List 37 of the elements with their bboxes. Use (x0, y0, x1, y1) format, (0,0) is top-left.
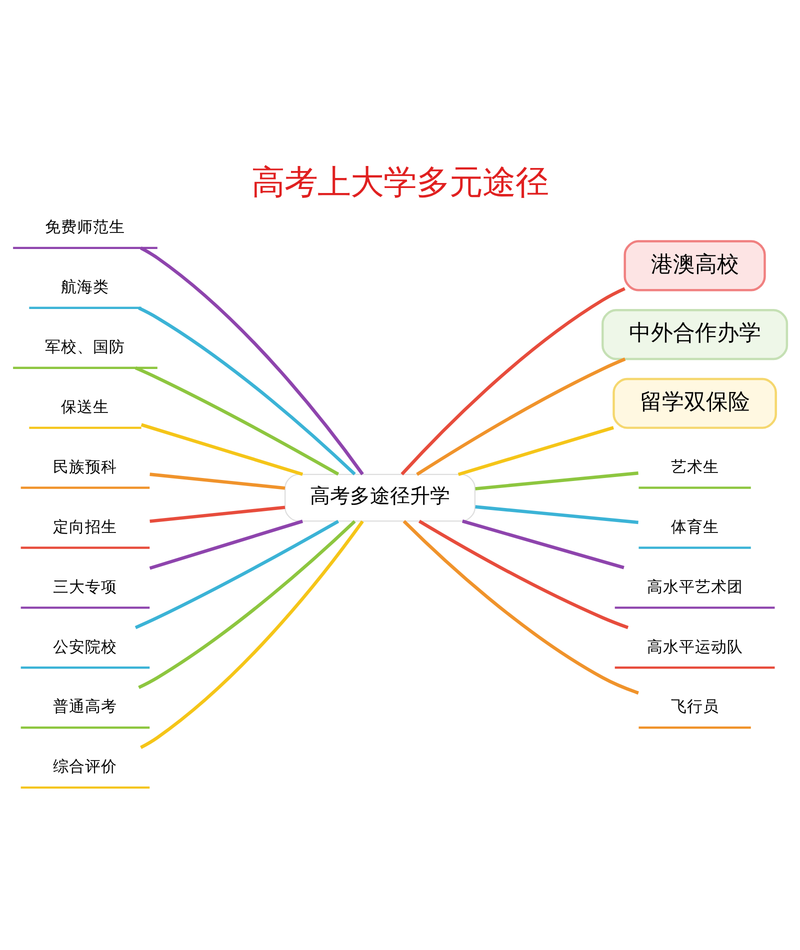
node-text: 免费师范生 (45, 218, 126, 236)
node-box: 留学双保险 (612, 378, 777, 429)
node-text: 综合评价 (53, 758, 118, 776)
node-box: 港澳高校 (624, 240, 766, 292)
connector (475, 471, 638, 490)
node-text: 民族预科 (53, 458, 118, 476)
node-text: 保送生 (61, 398, 110, 416)
connector (138, 520, 356, 689)
node-text: 普通高考 (53, 698, 118, 716)
node-text: 三大专项 (53, 578, 118, 596)
connector (402, 520, 639, 695)
connector (140, 246, 364, 476)
connector (475, 505, 638, 524)
diagram-title: 高考上大学多元途径 (252, 162, 548, 202)
node-text: 飞行员 (670, 698, 719, 716)
node-text: 航海类 (61, 278, 110, 296)
node-text: 高水平艺术团 (646, 578, 743, 596)
node-text: 公安院校 (53, 638, 118, 656)
connector (150, 506, 286, 523)
connector (149, 520, 304, 570)
connector (134, 520, 340, 630)
node-text: 高水平运动队 (646, 638, 743, 656)
connector (140, 520, 364, 749)
connector (418, 520, 629, 630)
connector (134, 366, 340, 476)
node-box: 中外合作办学 (602, 309, 788, 360)
node-text: 体育生 (670, 518, 719, 536)
connector (458, 426, 614, 476)
node-text: 军校、国防 (45, 338, 126, 356)
connector (400, 287, 626, 476)
connector (150, 472, 286, 490)
connector (138, 306, 356, 476)
node-text: 定向招生 (53, 518, 118, 536)
node-box: 高考多途径升学 (284, 474, 476, 522)
node-text: 艺术生 (670, 458, 719, 476)
connector (462, 520, 624, 570)
connector (140, 423, 304, 476)
